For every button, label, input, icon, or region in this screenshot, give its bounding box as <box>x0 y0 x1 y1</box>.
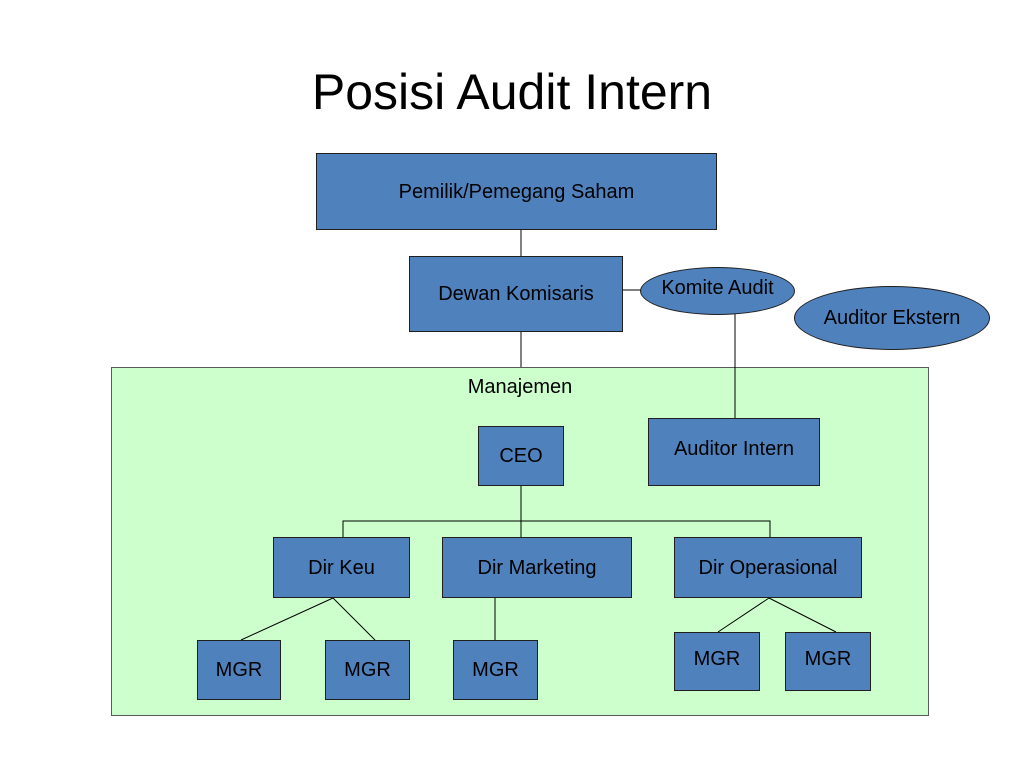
dir-keu-box: Dir Keu <box>273 537 410 598</box>
mgr-keu-2-box: MGR <box>325 640 410 700</box>
owner-box: Pemilik/Pemegang Saham <box>316 153 717 230</box>
dir-operasional-box: Dir Operasional <box>674 537 862 598</box>
ceo-box: CEO <box>478 426 564 486</box>
connector-ops-mgr1 <box>717 597 770 633</box>
mgr-keu-1-box: MGR <box>197 640 281 700</box>
dir-marketing-box: Dir Marketing <box>442 537 632 598</box>
connector-keu-mgr2 <box>332 597 376 641</box>
management-group-label: Manajemen <box>467 376 573 398</box>
audit-committee-ellipse: Komite Audit <box>640 267 795 315</box>
internal-auditor-box: Auditor Intern <box>648 418 820 486</box>
mgr-operasional-2-box: MGR <box>785 632 871 691</box>
connector-directors-bar <box>342 520 771 537</box>
slide-title: Posisi Audit Intern <box>311 64 713 120</box>
connector-keu-mgr1 <box>240 597 334 641</box>
connector-ops-mgr2 <box>768 597 837 633</box>
board-box: Dewan Komisaris <box>409 256 623 332</box>
external-auditor-ellipse: Auditor Ekstern <box>794 286 990 350</box>
mgr-operasional-1-box: MGR <box>674 632 760 691</box>
mgr-marketing-box: MGR <box>453 640 538 700</box>
